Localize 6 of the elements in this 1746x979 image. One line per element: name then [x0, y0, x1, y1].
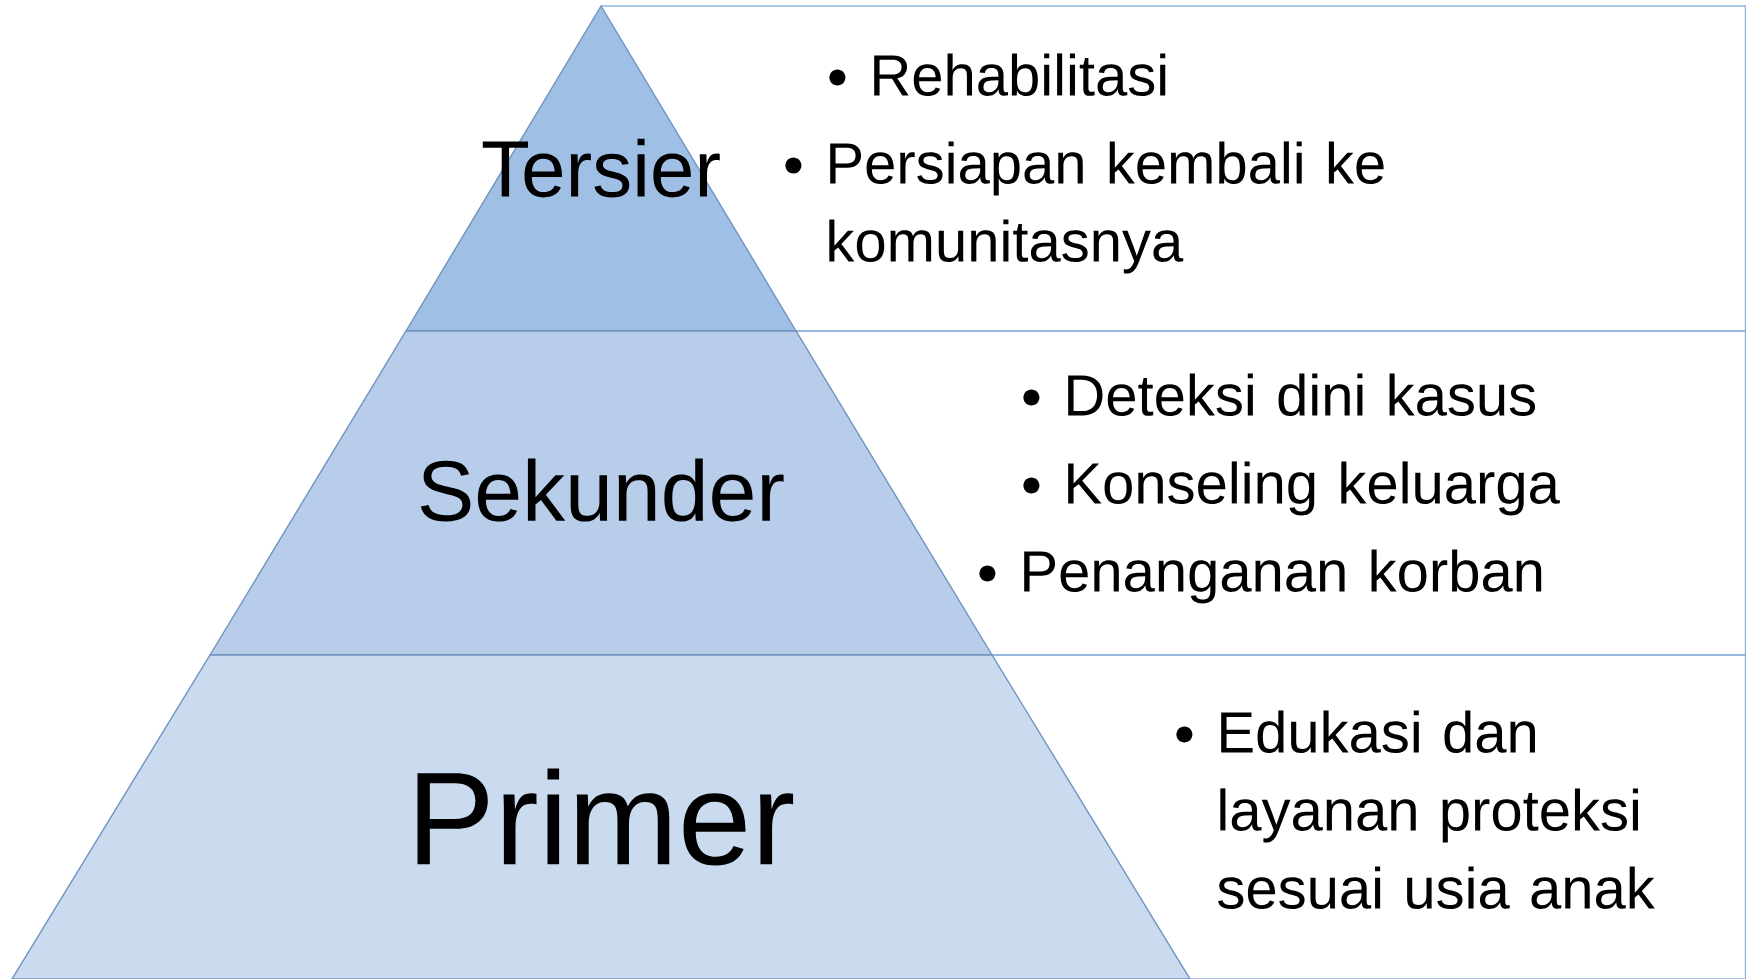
node-label: Edukasi dan layanan proteksi sesuai usia anak: [1218, 710, 1655, 909]
node-label: Deteksi dini kasus: [1068, 373, 1536, 416]
node-label: Rehabilitasi: [874, 53, 1166, 96]
node-label: Persiapan kembali ke komunitasnya: [829, 141, 1384, 274]
node-label: Penanganan korban: [1024, 549, 1542, 604]
node-label: Konseling keluarga: [1068, 461, 1560, 516]
